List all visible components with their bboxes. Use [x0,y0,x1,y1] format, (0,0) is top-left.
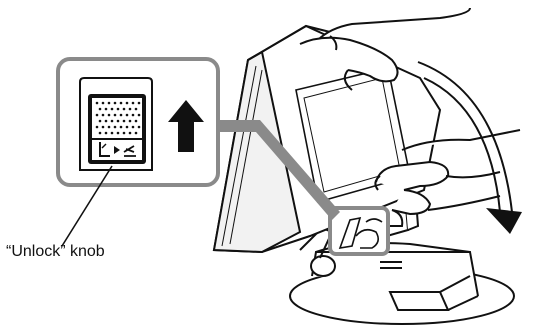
rotate-arrow-icon [418,62,522,234]
knob-highlight [330,208,388,254]
stand-base [290,228,514,324]
knob-icon [80,78,152,170]
unlock-knob-label: “Unlock” knob [6,243,105,261]
